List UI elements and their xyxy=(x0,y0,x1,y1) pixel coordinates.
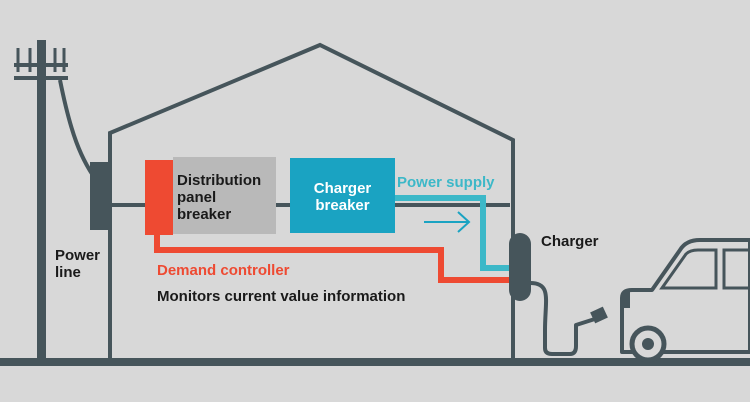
demand-controller-box xyxy=(145,160,173,235)
charging-plug xyxy=(590,306,608,324)
charger-breaker-box xyxy=(290,158,395,233)
charger-unit xyxy=(509,233,531,301)
car-icon xyxy=(620,238,750,363)
power-supply-label: Power supply xyxy=(397,174,495,191)
distribution-breaker-label: Distribution panel breaker xyxy=(177,172,262,223)
power-meter-box xyxy=(90,162,112,230)
charger-breaker-label: Charger breaker xyxy=(313,180,372,214)
utility-pole xyxy=(14,40,68,360)
ground-line xyxy=(0,358,750,366)
distribution-breaker-box xyxy=(173,157,276,234)
monitors-label: Monitors current value information xyxy=(157,288,406,305)
charging-cable xyxy=(529,281,599,356)
demand-signal-line xyxy=(154,232,510,283)
power-supply-line xyxy=(395,195,510,271)
charger-label: Charger xyxy=(541,233,599,250)
flow-arrow-icon xyxy=(424,211,471,233)
power-line-label: Power line xyxy=(55,247,101,281)
demand-controller-label: Demand controller xyxy=(157,262,290,279)
